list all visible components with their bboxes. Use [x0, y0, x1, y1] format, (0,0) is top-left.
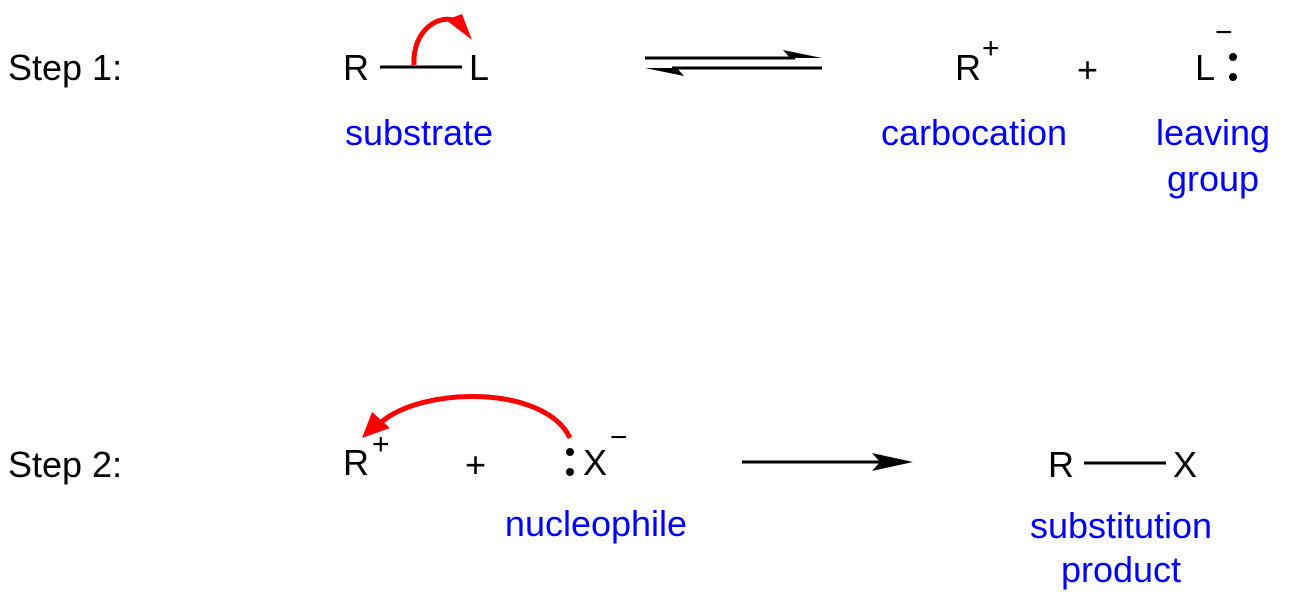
nucleophile-charge: −: [610, 421, 628, 454]
leaving-group-lone-pair-dot: [1229, 53, 1237, 61]
curved-arrow-head-step1: [446, 14, 472, 40]
product-x-atom: X: [1173, 444, 1198, 485]
step2-cation-r-atom: R: [343, 442, 369, 483]
nucleophile-lone-pair-dot: [566, 448, 574, 456]
substrate-l-atom: L: [469, 47, 490, 88]
leaving-group-l-atom: L: [1195, 47, 1216, 88]
carbocation-charge: +: [982, 32, 1000, 65]
leaving-group-charge: −: [1215, 16, 1233, 49]
leaving-group-caption-line1: leaving: [1155, 112, 1271, 153]
substrate-caption: substrate: [344, 112, 494, 153]
product-caption-line2: product: [1060, 549, 1182, 590]
nucleophile-x-atom: X: [583, 442, 608, 483]
step2-label: Step 2:: [8, 444, 123, 485]
step2-plus-sign: +: [465, 444, 487, 485]
nucleophile-lone-pair-dot: [566, 468, 574, 476]
step1-label: Step 1:: [8, 47, 123, 88]
step2-cation-charge: +: [372, 428, 390, 461]
equilibrium-reverse-head: [645, 68, 684, 76]
curved-arrow-head-step2: [362, 412, 390, 438]
carbocation-r-atom: R: [955, 47, 981, 88]
product-caption-line1: substitution: [1029, 505, 1213, 546]
leaving-group-lone-pair-dot: [1229, 73, 1237, 81]
nucleophile-caption: nucleophile: [504, 503, 688, 544]
carbocation-caption: carbocation: [880, 112, 1068, 153]
reaction-arrow-head: [872, 453, 913, 471]
leaving-group-caption-line2: group: [1166, 158, 1260, 199]
equilibrium-forward-head: [783, 50, 822, 58]
step1-plus-sign: +: [1077, 49, 1099, 90]
curved-arrow-bond-breaking: [411, 16, 460, 66]
curved-arrow-nucleophilic-attack: [376, 394, 573, 440]
substrate-r-atom: R: [343, 47, 369, 88]
product-r-atom: R: [1048, 444, 1074, 485]
